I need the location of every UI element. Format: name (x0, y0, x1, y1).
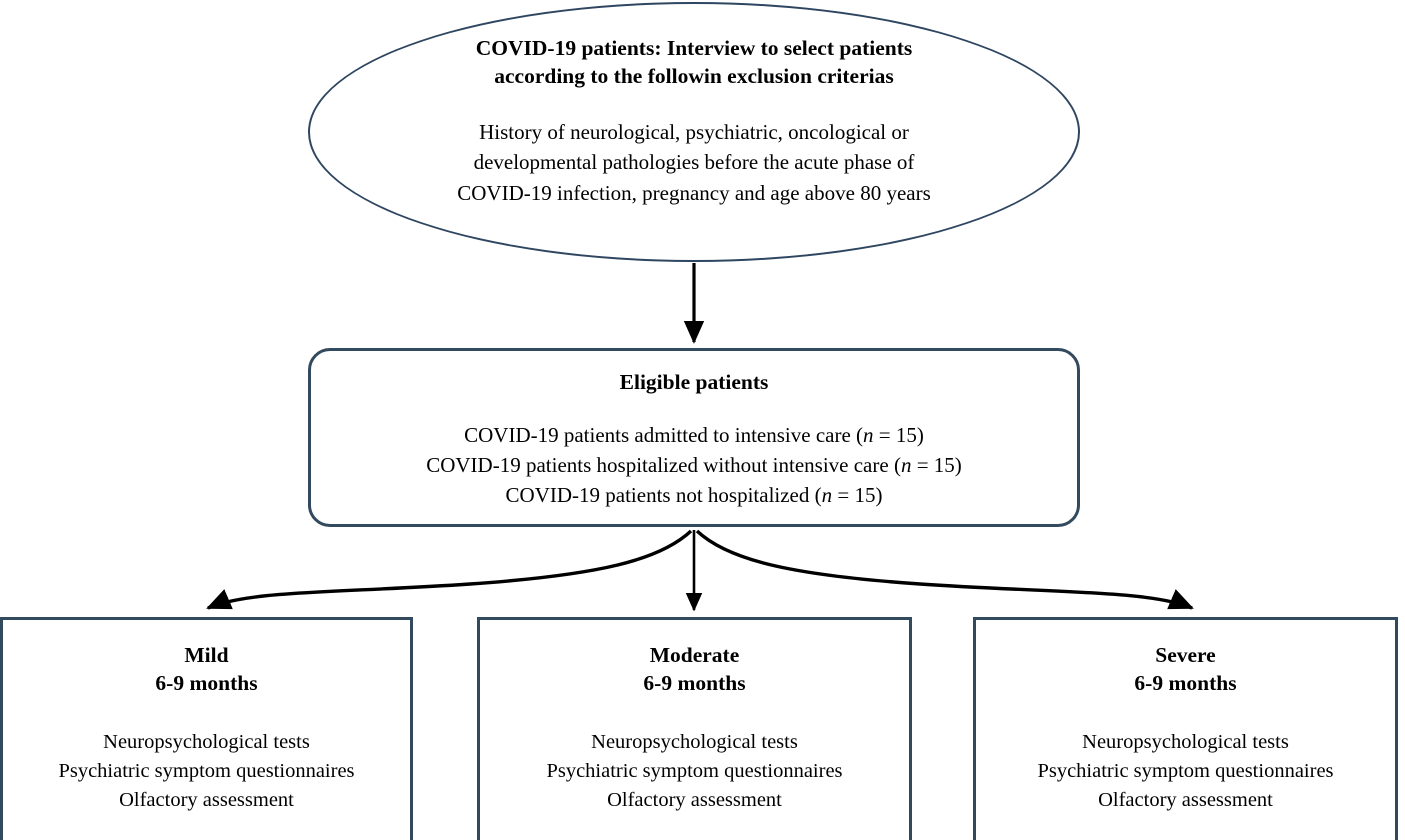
eligible-row-text-before: COVID-19 patients not hospitalized ( (505, 482, 822, 507)
group-heading-moderate: Moderate 6-9 months (643, 642, 745, 698)
eligible-row: COVID-19 patients hospitalized without i… (426, 451, 962, 481)
group-label-mild: Mild (184, 643, 229, 667)
screening-title: COVID-19 patients: Interview to select p… (429, 34, 959, 91)
screening-criteria-line-2: developmental pathologies before the acu… (473, 150, 915, 175)
group-period-mild: 6-9 months (155, 670, 258, 695)
eligible-title: Eligible patients (619, 370, 769, 394)
group-assessments-moderate: Neuropsychological tests Psychiatric sym… (546, 728, 842, 815)
eligible-rows: COVID-19 patients admitted to intensive … (426, 421, 962, 510)
group-period-moderate: 6-9 months (643, 670, 746, 695)
eligible-row-text-before: COVID-19 patients admitted to intensive … (464, 423, 864, 447)
eligible-row-text-after: = 15) (911, 452, 962, 477)
assessment-item: Olfactory assessment (119, 789, 294, 812)
group-label-severe: Severe (1155, 643, 1216, 667)
eligible-row-text-before: COVID-19 patients hospitalized without i… (426, 452, 901, 477)
group-label-moderate: Moderate (649, 643, 740, 667)
assessment-item: Neuropsychological tests (591, 730, 798, 753)
eligible-row-n-symbol: n (863, 423, 874, 447)
assessment-item: Psychiatric symptom questionnaires (58, 759, 355, 782)
screening-criteria-line-1: History of neurological, psychiatric, on… (479, 119, 909, 144)
screening-node: COVID-19 patients: Interview to select p… (308, 2, 1080, 262)
assessment-item: Psychiatric symptom questionnaires (546, 759, 843, 782)
eligible-row-text-after: = 15) (832, 482, 883, 507)
eligible-row-n-symbol: n (900, 452, 912, 477)
assessment-item: Olfactory assessment (607, 789, 782, 812)
eligible-row-text-after: = 15) (873, 423, 924, 447)
eligible-row: COVID-19 patients not hospitalized (n = … (426, 481, 962, 511)
assessment-item: Psychiatric symptom questionnaires (1037, 759, 1334, 782)
eligible-node: Eligible patients COVID-19 patients admi… (308, 348, 1080, 527)
eligible-row: COVID-19 patients admitted to intensive … (426, 421, 962, 451)
screening-title-line-2: according to the followin exclusion crit… (494, 64, 894, 89)
screening-criteria: History of neurological, psychiatric, on… (394, 117, 994, 208)
group-box-severe: Severe 6-9 months Neuropsychological tes… (973, 617, 1398, 840)
group-heading-mild: Mild 6-9 months (155, 642, 257, 698)
eligible-row-n-symbol: n (821, 482, 833, 507)
assessment-item: Olfactory assessment (1098, 789, 1273, 812)
group-period-severe: 6-9 months (1134, 670, 1237, 695)
group-box-mild: Mild 6-9 months Neuropsychological tests… (0, 617, 413, 840)
screening-title-line-1: COVID-19 patients: Interview to select p… (475, 36, 913, 60)
group-assessments-severe: Neuropsychological tests Psychiatric sym… (1037, 728, 1333, 815)
assessment-item: Neuropsychological tests (103, 730, 310, 753)
assessment-item: Neuropsychological tests (1082, 730, 1289, 753)
group-box-moderate: Moderate 6-9 months Neuropsychological t… (477, 617, 912, 840)
group-assessments-mild: Neuropsychological tests Psychiatric sym… (58, 728, 354, 815)
arrow-eligible-to-mild (206, 529, 693, 610)
group-heading-severe: Severe 6-9 months (1134, 642, 1236, 698)
screening-criteria-line-3: COVID-19 infection, pregnancy and age ab… (457, 180, 931, 205)
arrow-eligible-to-severe (695, 529, 1194, 610)
